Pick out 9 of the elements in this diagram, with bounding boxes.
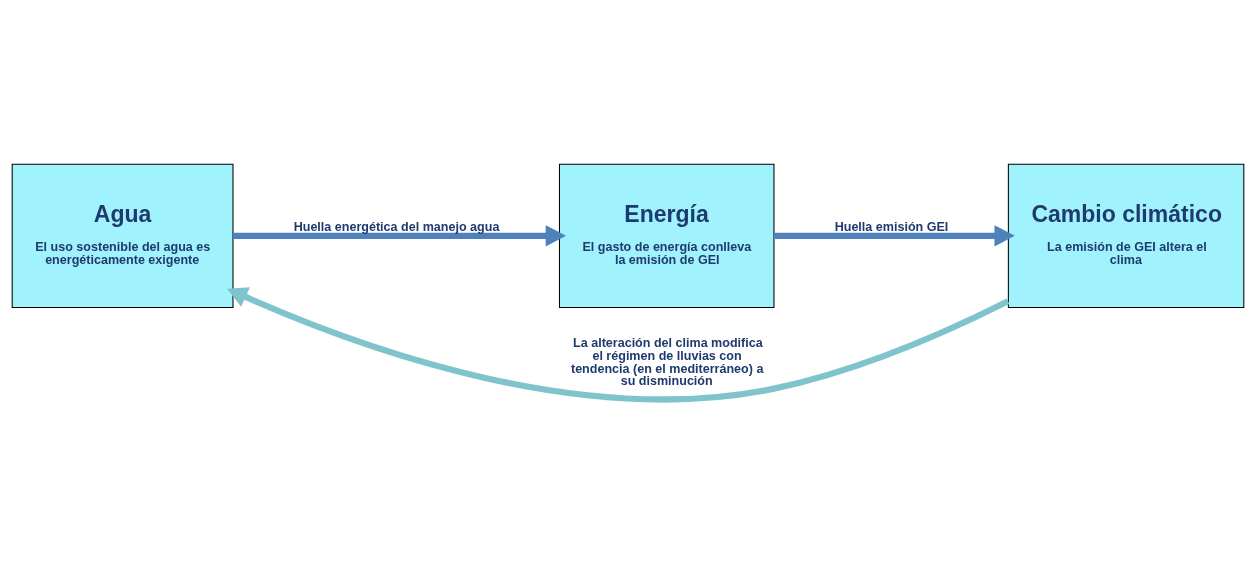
edge-label: Huella energética del manejo agua — [293, 219, 500, 234]
node-box: Agua El uso sostenible del agua es energéticamente exigente — [11, 163, 234, 308]
edge-label: La alteración del clima modifica el régimen de lluvias con tendencia (en el mediterráneo) a su disminución — [570, 335, 764, 388]
arrow — [233, 224, 566, 247]
node-box: Cambio climático La emisión de GEI altera el clima — [1007, 163, 1245, 308]
arrow — [226, 286, 1010, 402]
node-box: Energía El gasto de energía conlleva la emisión de GEI — [558, 163, 775, 308]
edge-label: Huella emisión GEI — [834, 219, 949, 234]
arrow — [774, 224, 1015, 247]
